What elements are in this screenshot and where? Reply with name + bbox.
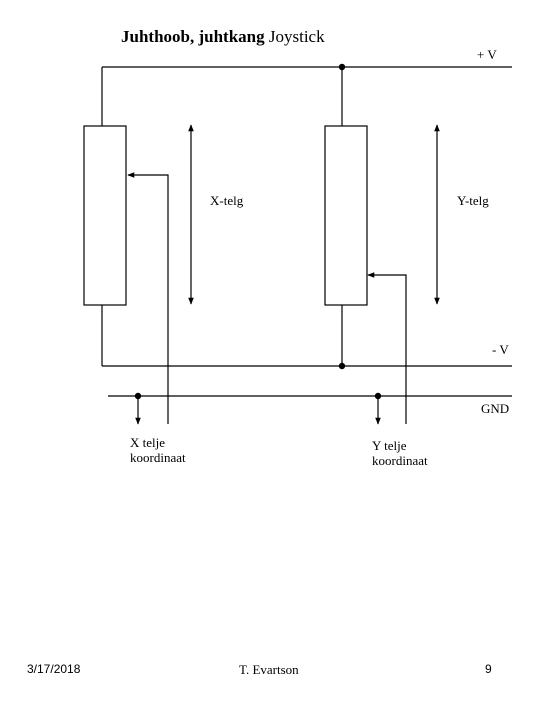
minus-v-junction — [338, 362, 346, 370]
title-bold: Juhthoob, juhtkang — [121, 27, 265, 46]
minus-v-label: - V — [492, 342, 509, 357]
y-potentiometer — [324, 125, 368, 306]
footer-page-number: 9 — [485, 662, 492, 676]
y-wiper-arrow — [367, 272, 407, 424]
x-gnd-junction — [134, 392, 142, 400]
x-output-line2: koordinaat — [130, 450, 186, 465]
x-telg-label: X-telg — [210, 193, 244, 208]
x-wiper-arrow — [127, 172, 169, 424]
y-output-line1: Y telje — [372, 438, 407, 453]
footer-author: T. Evartson — [239, 662, 299, 677]
x-output-label: X telje koordinaat — [130, 435, 186, 465]
title-normal: Joystick — [264, 27, 325, 46]
x-output-line1: X telje — [130, 435, 166, 450]
y-telg-label: Y-telg — [457, 193, 489, 208]
plus-v-label: + V — [477, 47, 497, 62]
plus-v-junction — [338, 63, 346, 71]
slide-title: Juhthoob, juhtkang Joystick — [121, 27, 325, 47]
x-potentiometer — [83, 125, 127, 306]
y-output-label: Y telje koordinaat — [372, 438, 428, 468]
footer-date: 3/17/2018 — [27, 662, 81, 676]
y-output-line2: koordinaat — [372, 453, 428, 468]
gnd-label: GND — [481, 401, 510, 416]
y-gnd-junction — [374, 392, 382, 400]
